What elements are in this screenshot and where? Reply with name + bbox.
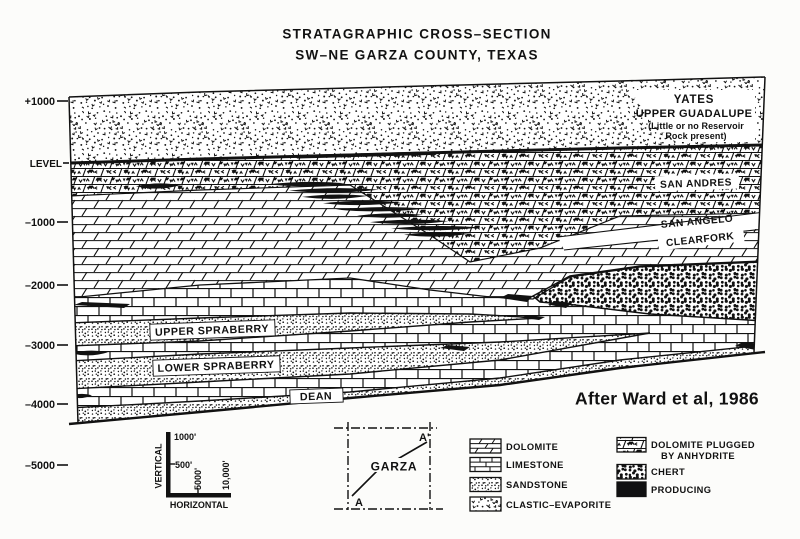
svg-text:PRODUCING: PRODUCING	[651, 485, 711, 495]
svg-text:–2000: –2000	[25, 280, 55, 292]
svg-text:SW–NE GARZA COUNTY, TEXAS: SW–NE GARZA COUNTY, TEXAS	[295, 48, 539, 63]
svg-text:DEAN: DEAN	[300, 390, 333, 403]
svg-text:+1000: +1000	[25, 96, 55, 108]
svg-text:–1000: –1000	[25, 217, 55, 229]
svg-text:5000': 5000'	[193, 468, 203, 490]
svg-text:After Ward et al, 1986: After Ward et al, 1986	[575, 389, 759, 409]
svg-text:A: A	[355, 497, 363, 509]
svg-text:DOLOMITE: DOLOMITE	[506, 442, 558, 452]
svg-text:Rock present): Rock present)	[665, 131, 726, 141]
svg-text:VERTICAL: VERTICAL	[154, 443, 164, 489]
svg-text:GARZA: GARZA	[371, 460, 418, 474]
svg-text:STRATAGRAPHIC CROSS–SECTION: STRATAGRAPHIC CROSS–SECTION	[282, 27, 551, 42]
svg-text:LOWER SPRABERRY: LOWER SPRABERRY	[157, 359, 274, 375]
svg-text:CHERT: CHERT	[651, 467, 685, 477]
svg-text:SANDSTONE: SANDSTONE	[506, 480, 568, 490]
svg-text:BY ANHYDRITE: BY ANHYDRITE	[661, 451, 735, 461]
svg-text:LEVEL: LEVEL	[30, 159, 62, 170]
svg-text:UPPER SPRABERRY: UPPER SPRABERRY	[155, 323, 269, 339]
svg-text:10,000': 10,000'	[221, 460, 231, 490]
svg-text:YATES: YATES	[674, 94, 714, 106]
svg-text:(Little or no Reservoir: (Little or no Reservoir	[648, 121, 744, 131]
svg-text:DOLOMITE PLUGGED: DOLOMITE PLUGGED	[651, 440, 755, 450]
svg-text:HORIZONTAL: HORIZONTAL	[170, 500, 229, 510]
svg-text:A': A'	[419, 432, 430, 444]
svg-text:–3000: –3000	[25, 340, 55, 352]
svg-text:1000': 1000'	[174, 432, 196, 442]
svg-text:CLASTIC–EVAPORITE: CLASTIC–EVAPORITE	[506, 500, 611, 510]
svg-text:500': 500'	[175, 460, 192, 470]
svg-text:–5000: –5000	[25, 460, 55, 472]
svg-text:LIMESTONE: LIMESTONE	[506, 460, 564, 470]
svg-text:UPPER GUADALUPE: UPPER GUADALUPE	[636, 108, 753, 120]
svg-text:–4000: –4000	[25, 399, 55, 411]
svg-text:SAN ANDRES: SAN ANDRES	[660, 177, 732, 191]
